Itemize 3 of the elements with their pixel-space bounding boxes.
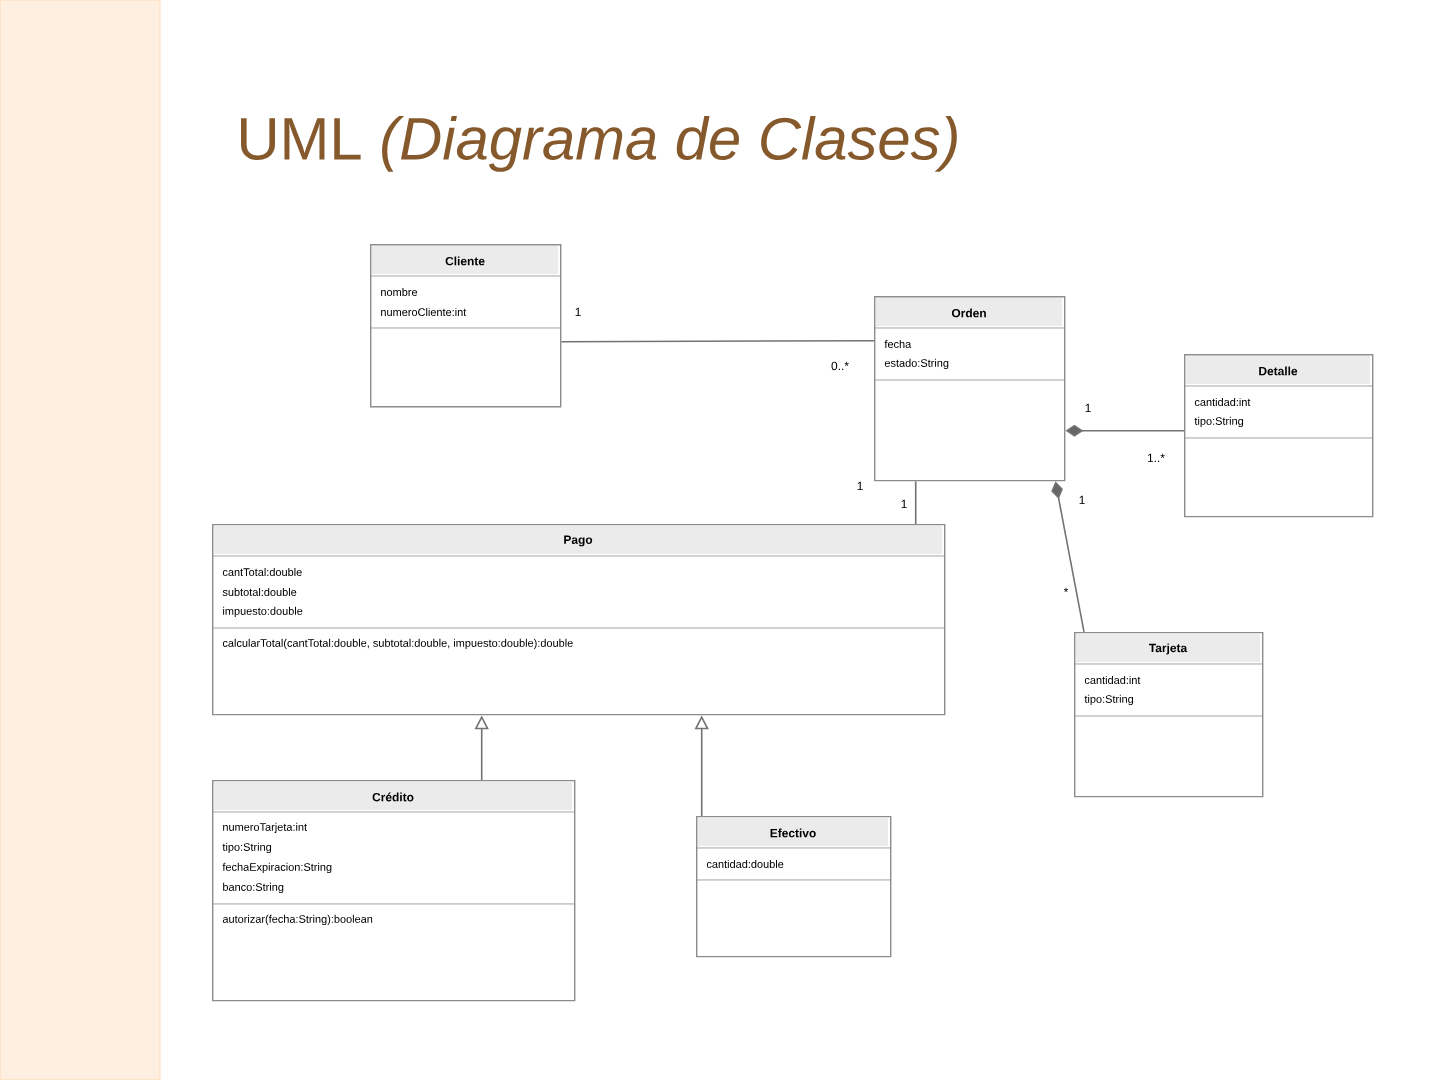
association-line bbox=[914, 480, 917, 525]
title: UML (Diagrama de Clases) bbox=[241, 116, 957, 172]
association-line bbox=[560, 339, 875, 343]
